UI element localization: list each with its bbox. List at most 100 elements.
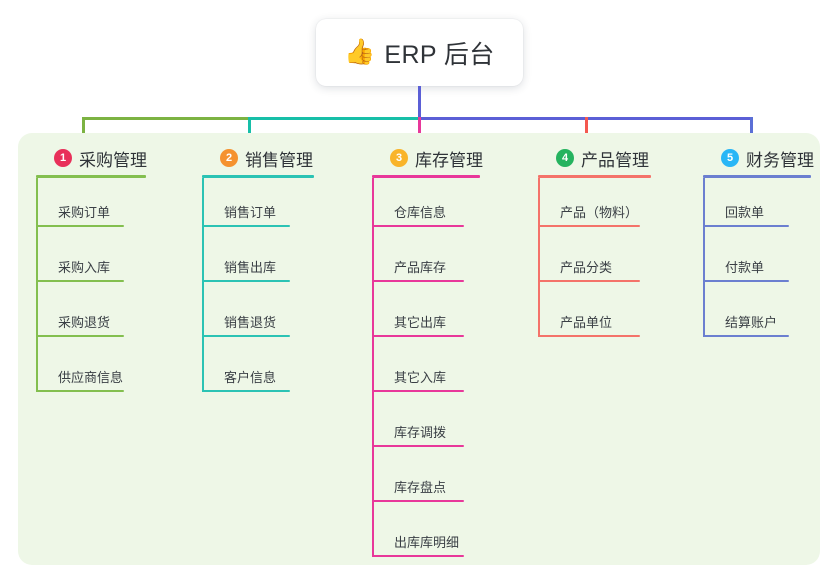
leaf-item-label: 仓库信息: [394, 205, 447, 220]
column-product: 4 产品管理产品（物料） 产品分类产品单位: [538, 143, 698, 337]
column-title-finance: 财务管理: [746, 150, 814, 170]
leaf-item-rule: [703, 225, 789, 227]
leaf-item-rule: [36, 225, 124, 227]
leaf-item-label: 采购退货: [58, 315, 111, 330]
leaf-item-rule: [372, 390, 464, 392]
leaf-item[interactable]: 产品单位: [538, 303, 640, 337]
leaf-item-rule: [538, 335, 640, 337]
column-title-sales: 销售管理: [245, 150, 313, 170]
column-header-sales[interactable]: 2 销售管理: [202, 143, 352, 173]
leaf-item-label: 采购订单: [58, 205, 111, 220]
leaf-item[interactable]: 客户信息: [202, 358, 290, 392]
column-title-purchase: 采购管理: [79, 150, 147, 170]
column-badge-sales: 2: [220, 149, 238, 167]
column-rule-inventory: [372, 175, 480, 178]
column-badge-inventory: 3: [390, 149, 408, 167]
root-title-label: ERP 后台: [384, 40, 495, 69]
column-header-product[interactable]: 4 产品管理: [538, 143, 698, 173]
leaf-item-rule: [202, 225, 290, 227]
leaf-item-label: 其它出库: [394, 315, 447, 330]
leaf-item-rule: [703, 335, 789, 337]
leaf-item-label: 结算账户: [725, 315, 778, 330]
leaf-item-rule: [372, 335, 464, 337]
leaf-item[interactable]: 结算账户: [703, 303, 789, 337]
leaf-item-label: 销售订单: [224, 205, 277, 220]
column-header-purchase[interactable]: 1 采购管理: [36, 143, 186, 173]
leaf-item-label: 供应商信息: [58, 370, 124, 385]
column-rule-product: [538, 175, 651, 178]
leaf-item-label: 销售出库: [224, 260, 277, 275]
leaf-item-rule: [36, 335, 124, 337]
leaf-item-rule: [202, 335, 290, 337]
leaf-item-label: 其它入库: [394, 370, 447, 385]
leaf-item-label: 产品（物料）: [560, 205, 639, 220]
root-title-card[interactable]: 👍 ERP 后台: [316, 19, 523, 86]
leaf-item[interactable]: 库存调拨: [372, 413, 464, 447]
leaf-item-label: 回款单: [725, 205, 765, 220]
column-badge-finance: 5: [721, 149, 739, 167]
leaf-item-label: 产品库存: [394, 260, 447, 275]
bus-blue: [418, 117, 750, 120]
leaf-item-label: 付款单: [725, 260, 765, 275]
leaf-item[interactable]: 供应商信息: [36, 358, 124, 392]
column-rule-sales: [202, 175, 314, 178]
column-title-inventory: 库存管理: [415, 150, 483, 170]
leaf-item-label: 销售退货: [224, 315, 277, 330]
drop-col-4: [585, 117, 588, 145]
leaf-item-label: 客户信息: [224, 370, 277, 385]
bus-green: [82, 117, 248, 120]
leaf-item[interactable]: 产品（物料）: [538, 193, 640, 227]
leaf-item[interactable]: 采购退货: [36, 303, 124, 337]
leaf-item-label: 库存调拨: [394, 425, 447, 440]
column-spine-sales: [202, 178, 204, 392]
column-spine-product: [538, 178, 540, 337]
leaf-item[interactable]: 付款单: [703, 248, 789, 282]
leaf-item[interactable]: 库存盘点: [372, 468, 464, 502]
leaf-item-rule: [538, 280, 640, 282]
branches-panel: [18, 133, 820, 565]
leaf-item-rule: [202, 280, 290, 282]
leaf-item[interactable]: 其它入库: [372, 358, 464, 392]
column-sales: 2 销售管理销售订单销售出库销售退货客户信息: [202, 143, 352, 392]
column-title-product: 产品管理: [581, 150, 649, 170]
column-spine-purchase: [36, 178, 38, 392]
drop-col-2: [248, 117, 251, 145]
leaf-item-label: 产品分类: [560, 260, 613, 275]
column-rule-finance: [703, 175, 811, 178]
leaf-item-label: 库存盘点: [394, 480, 447, 495]
leaf-item[interactable]: 其它出库: [372, 303, 464, 337]
leaf-item[interactable]: 回款单: [703, 193, 789, 227]
leaf-item-rule: [703, 280, 789, 282]
column-purchase: 1 采购管理采购订单采购入库采购退货供应商信息: [36, 143, 186, 392]
leaf-item-rule: [372, 500, 464, 502]
leaf-item-rule: [202, 390, 290, 392]
leaf-item[interactable]: 销售出库: [202, 248, 290, 282]
column-header-finance[interactable]: 5 财务管理: [703, 143, 839, 173]
column-badge-product: 4: [556, 149, 574, 167]
bus-teal: [248, 117, 418, 120]
trunk-center: [418, 86, 421, 120]
thumbs-up-icon: 👍: [344, 38, 376, 66]
column-inventory: 3 库存管理仓库信息产品库存其它出库其它入库库存调拨库存盘点出库库明细: [372, 143, 522, 557]
column-spine-finance: [703, 178, 705, 337]
column-header-inventory[interactable]: 3 库存管理: [372, 143, 522, 173]
leaf-item[interactable]: 采购订单: [36, 193, 124, 227]
leaf-item[interactable]: 出库库明细: [372, 523, 464, 557]
leaf-item-rule: [538, 225, 640, 227]
leaf-item-rule: [36, 280, 124, 282]
leaf-item[interactable]: 销售退货: [202, 303, 290, 337]
leaf-item[interactable]: 采购入库: [36, 248, 124, 282]
leaf-item[interactable]: 销售订单: [202, 193, 290, 227]
leaf-item[interactable]: 产品分类: [538, 248, 640, 282]
drop-col-5: [750, 117, 753, 145]
column-finance: 5 财务管理回款单付款单结算账户: [703, 143, 839, 337]
column-rule-purchase: [36, 175, 146, 178]
leaf-item-rule: [372, 555, 464, 557]
leaf-item-rule: [372, 280, 464, 282]
leaf-item-rule: [372, 445, 464, 447]
leaf-item[interactable]: 产品库存: [372, 248, 464, 282]
leaf-item[interactable]: 仓库信息: [372, 193, 464, 227]
leaf-item-label: 产品单位: [560, 315, 613, 330]
column-badge-purchase: 1: [54, 149, 72, 167]
